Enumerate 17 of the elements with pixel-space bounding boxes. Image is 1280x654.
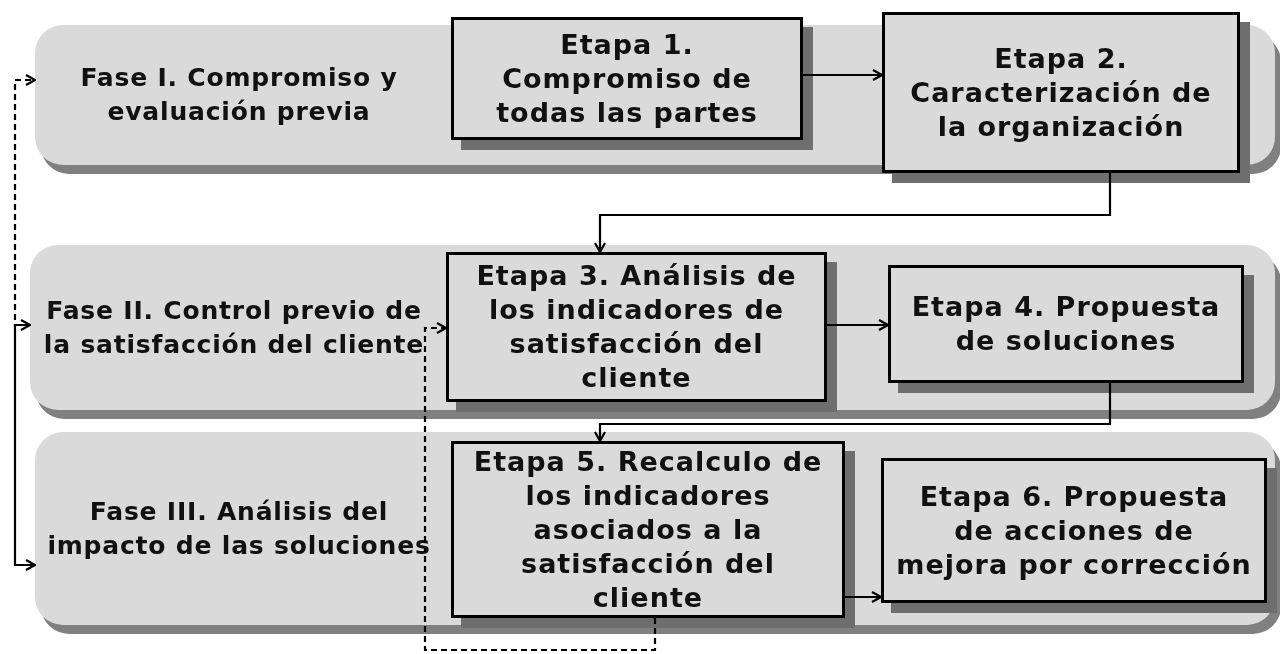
arrow [827,318,890,332]
phase-label: Fase I. Compromiso y evaluación previa [79,62,399,128]
arrow [13,73,37,327]
phase-label: Fase II. Control previo de la satisfacción del cliente [42,294,426,361]
phase-label: Fase III. Análisis del impacto de las soluciones [46,495,432,562]
stage-label: Etapa 1. Compromiso de todas las partes [495,27,759,130]
stage-label: Etapa 6. Propuesta de acciones de mejora por corrección [895,479,1253,582]
arrow [803,68,884,82]
stage-label: Etapa 2. Caracterización de la organización [909,41,1213,144]
stage-label: Etapa 3. Análisis de los indicadores de satisfacción del cliente [475,259,798,395]
arrow [593,173,1112,254]
arrow [845,590,883,604]
arrow [593,383,1112,443]
stage-label: Etapa 4. Propuesta de soluciones [910,290,1222,358]
stage-label: Etapa 5. Recalculo de los indicadores asociados a la satisfacción del cliente [472,444,824,615]
arrow [13,318,37,572]
arrow [423,321,657,652]
